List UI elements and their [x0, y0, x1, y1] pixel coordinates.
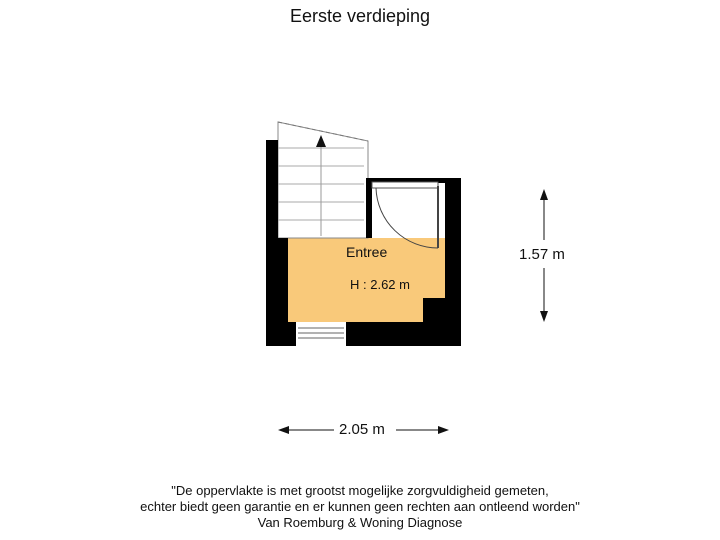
- window: [296, 322, 346, 346]
- vertical-dimension-label: 1.57 m: [519, 246, 565, 263]
- room-height: H : 2.62 m: [350, 277, 410, 292]
- dimension-arrow-icon: [278, 426, 449, 434]
- disclaimer-line: echter biedt geen garantie en er kunnen …: [140, 499, 580, 514]
- horizontal-dimension-label: 2.05 m: [339, 421, 385, 438]
- disclaimer: "De oppervlakte is met grootst mogelijke…: [0, 483, 720, 531]
- door-swing-icon: [371, 181, 439, 249]
- disclaimer-line: "De oppervlakte is met grootst mogelijke…: [171, 483, 549, 498]
- stair-direction-arrow-icon: [316, 135, 326, 147]
- dimension-arrow-icon: [540, 189, 548, 322]
- staircase: [277, 121, 369, 239]
- disclaimer-credit: Van Roemburg & Woning Diagnose: [257, 515, 463, 530]
- room-name: Entree: [346, 244, 388, 260]
- walls: [266, 140, 461, 346]
- floor-title: Eerste verdieping: [289, 6, 431, 26]
